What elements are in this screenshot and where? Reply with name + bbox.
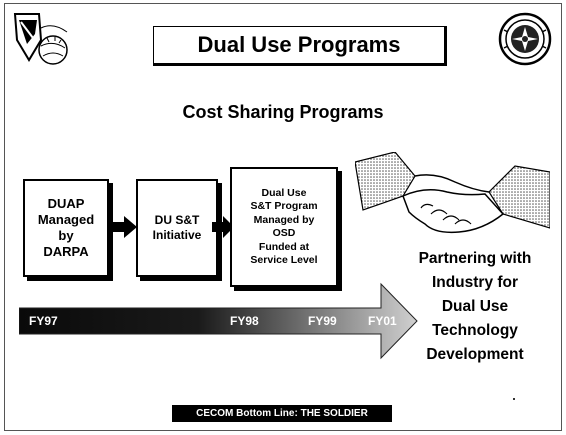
page-title: Dual Use Programs: [153, 26, 447, 66]
program-line-4: OSD: [272, 227, 296, 239]
duap-line-2: Managed: [37, 212, 95, 227]
dust-line-2: Initiative: [152, 228, 202, 242]
partnering-line-3: Dual Use: [441, 298, 509, 315]
partnering-line-1: Partnering with: [418, 250, 532, 267]
partnering-line-2: Industry for: [431, 274, 519, 291]
subtitle: Cost Sharing Programs: [182, 102, 384, 122]
program-line-5: Funded at: [258, 240, 310, 253]
dual-use-program-box: Dual Use S&T Program Managed by OSD Fund…: [230, 167, 338, 287]
dust-line-1: DU S&T: [154, 213, 200, 227]
right-arrow-icon: [212, 216, 234, 238]
handshake-icon: [355, 152, 550, 234]
program-line-2: S&T Program: [250, 200, 318, 212]
cecom-eagle-logo-icon: [13, 13, 68, 65]
partnering-text: Partnering with Industry for Dual Use Te…: [385, 247, 565, 367]
footer-banner: CECOM Bottom Line: THE SOLDIER: [172, 405, 392, 422]
fy01-label: FY01: [368, 314, 397, 328]
dust-initiative-box: DU S&T Initiative: [136, 179, 218, 277]
program-line-6: Service Level: [250, 254, 318, 266]
slide: Dual Use Programs Cost Sharing Programs …: [4, 3, 562, 431]
program-line-1: Dual Use: [261, 186, 307, 199]
fy98-label: FY98: [230, 314, 259, 328]
partnering-line-5: Development: [426, 346, 524, 363]
timeline-arrow: [19, 282, 418, 360]
duap-line-4: DARPA: [43, 244, 89, 259]
duap-line-1: DUAP: [47, 196, 85, 211]
fy97-label: FY97: [29, 314, 58, 328]
speck: [513, 398, 515, 400]
army-seal-icon: [498, 12, 552, 66]
duap-line-3: by: [58, 228, 74, 243]
right-arrow-icon: [109, 216, 137, 238]
program-line-3: Managed by: [253, 213, 315, 226]
partnering-line-4: Technology: [432, 322, 518, 339]
duap-box: DUAP Managed by DARPA: [23, 179, 109, 277]
fy99-label: FY99: [308, 314, 337, 328]
